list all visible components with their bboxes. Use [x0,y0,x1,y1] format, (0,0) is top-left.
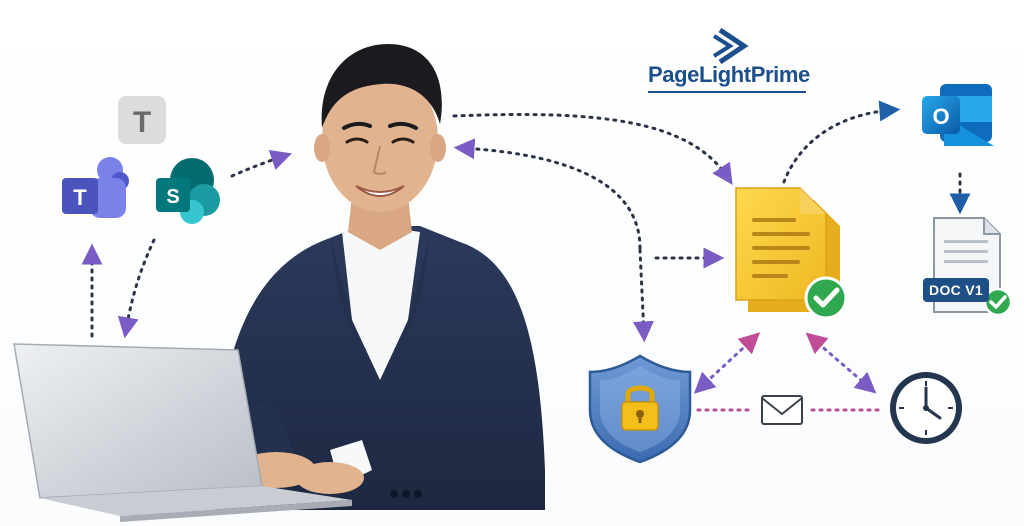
document-version-label: DOC V1 [923,278,989,302]
sharepoint-glyph: S [166,186,179,208]
sharepoint-icon: S [156,158,220,224]
teams-icon: T [62,157,129,218]
t-app-glyph: T [133,106,151,139]
outlook-icon: O [922,84,994,146]
envelope-icon [761,395,803,425]
laptop-illustration [13,343,352,522]
outlook-glyph: O [932,104,949,129]
brand-logo-icon [712,27,749,65]
flow-arrow-document-shield [693,332,761,394]
person-illustration [215,44,545,510]
flow-arrow-sharepoint-to-person [230,150,292,178]
brand-name: PageLightPrime [648,62,810,87]
flow-arrow-to-security [632,248,654,343]
flow-arrow-document-clock [805,332,877,394]
check-badge-icon [804,276,848,320]
security-shield-icon [588,354,692,464]
flow-arrow-sharepoint-to-laptop [117,238,156,339]
brand-underline [648,91,806,93]
flow-arrow-to-person [453,138,642,250]
flow-arrow-person-to-document [452,112,733,186]
teams-glyph: T [73,185,87,210]
brand-block: PageLightPrime [648,24,818,96]
clock-icon [890,372,962,444]
t-app-icon: T [118,96,166,144]
flow-arrows [81,100,971,412]
flow-arrow-document-to-outlook [782,100,901,184]
